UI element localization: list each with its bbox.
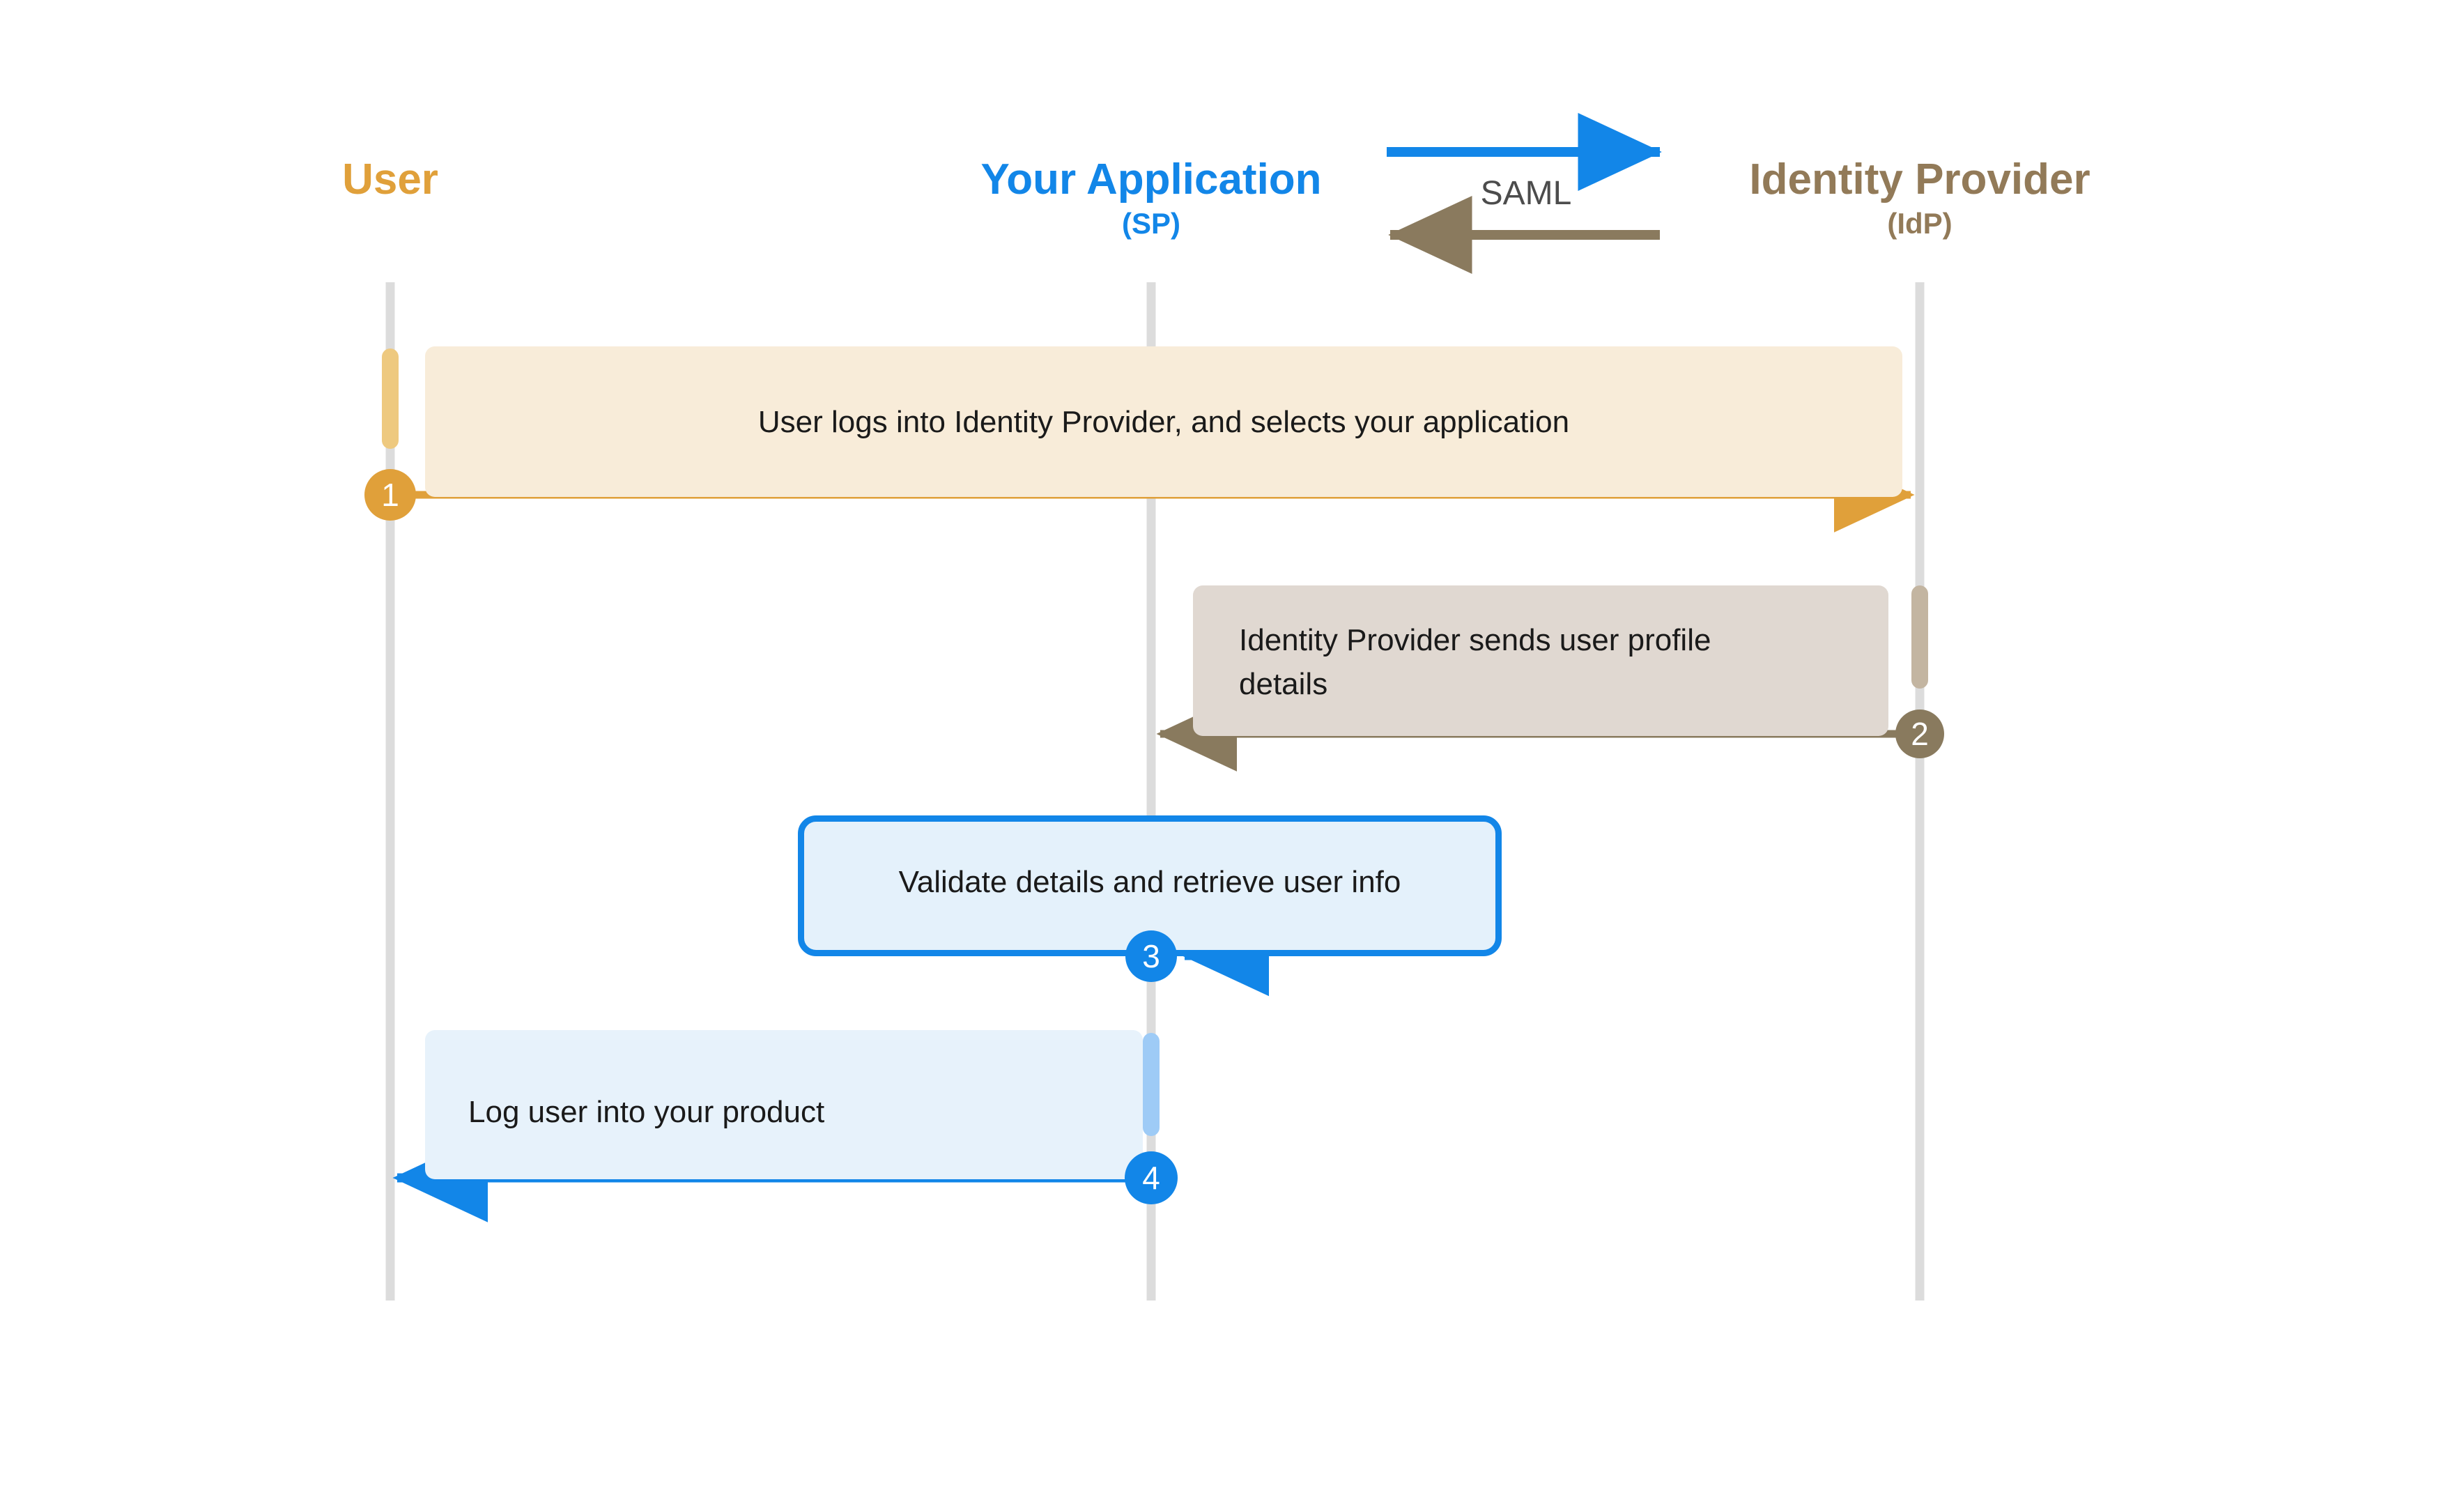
step-marker-2[interactable]: 2 (1895, 710, 1944, 758)
message-text-step-4: Log user into your product (468, 1095, 825, 1129)
actor-sublabel-sp: (SP) (1121, 207, 1180, 240)
actor-header-your-application: Your Application (SP) (980, 157, 1321, 241)
message-band-step-4 (425, 1030, 1143, 1179)
message-band-step-1 (425, 346, 1902, 497)
actor-sublabel-idp: (IdP) (1887, 207, 1953, 240)
message-text-step-1: User logs into Identity Provider, and se… (757, 405, 1570, 439)
actor-header-user: User (342, 157, 438, 202)
message-band-step-2 (1193, 585, 1888, 736)
message-text-step-2-line-1: Identity Provider sends user profile (1239, 623, 1711, 657)
step-marker-1[interactable]: 1 (364, 469, 416, 521)
actor-name-identity-provider: Identity Provider (1749, 155, 2090, 204)
message-text-step-3: Validate details and retrieve user info (898, 865, 1401, 899)
actor-name-user: User (342, 155, 438, 204)
protocol-label-saml: SAML (1480, 175, 1572, 212)
message-text-step-2-line-2: details (1239, 667, 1328, 701)
step-marker-4[interactable]: 4 (1125, 1151, 1178, 1204)
actor-name-your-application: Your Application (980, 155, 1322, 204)
actor-header-identity-provider: Identity Provider (IdP) (1749, 157, 2090, 241)
step-marker-3[interactable]: 3 (1125, 930, 1177, 982)
